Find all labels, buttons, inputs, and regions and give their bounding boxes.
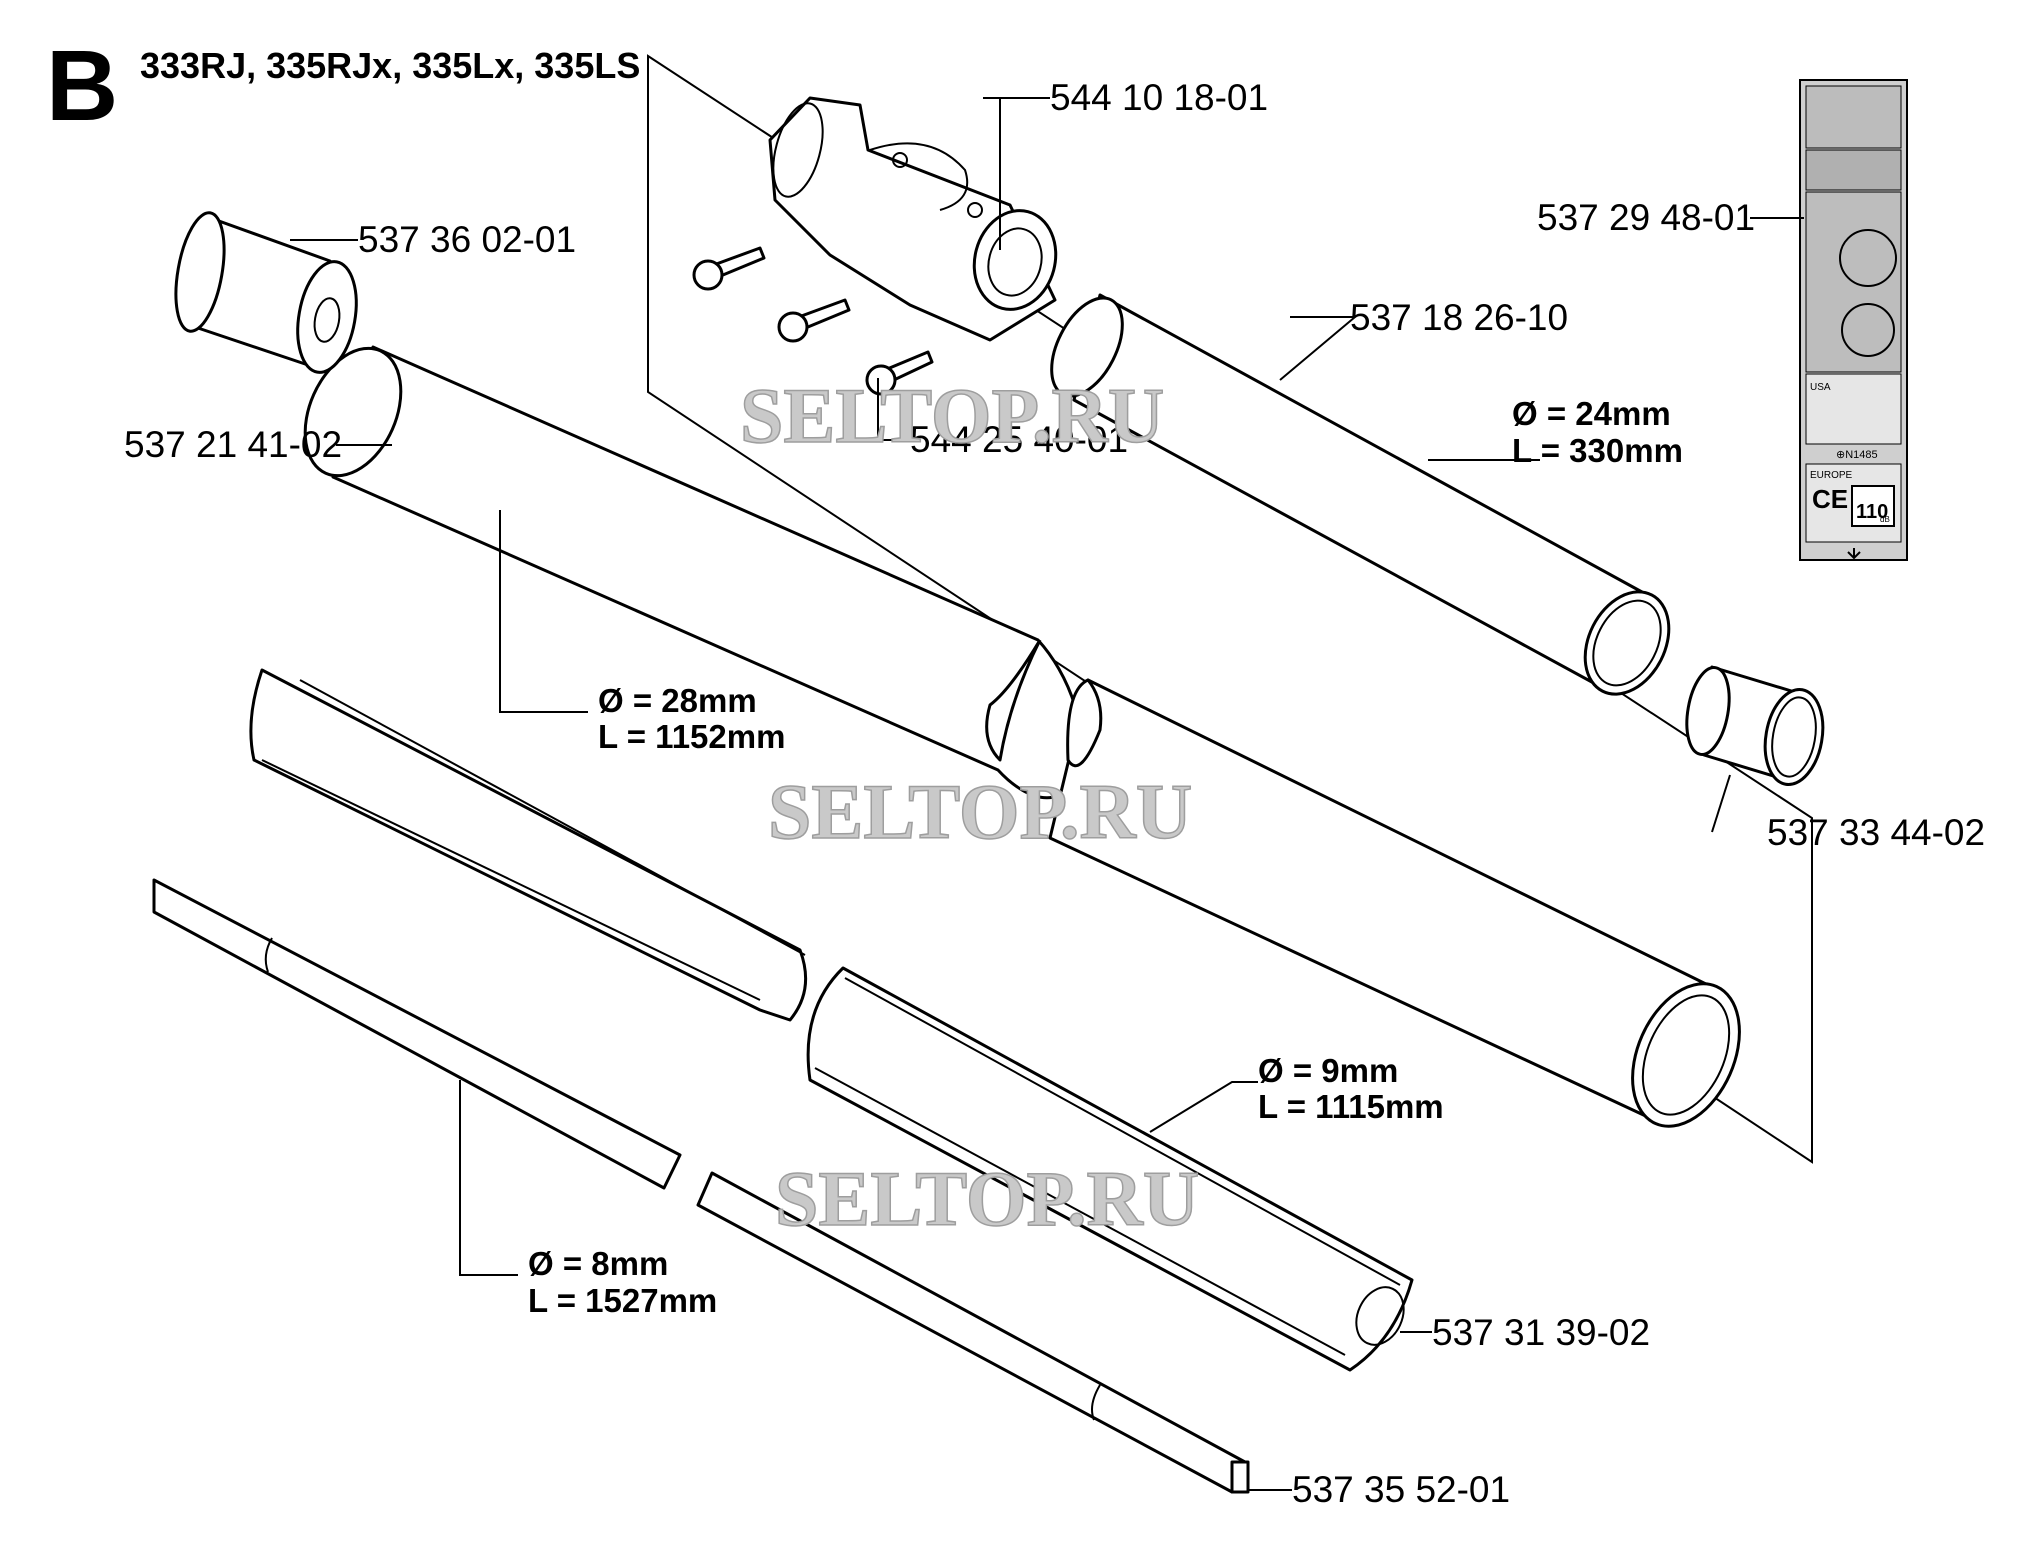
decal-noise-value: 110 bbox=[1856, 501, 1888, 523]
end-cap[interactable] bbox=[168, 209, 364, 377]
label-outer-tube: 537 21 41-02 bbox=[124, 424, 342, 465]
dim-outer-tube-length: L = 1152mm bbox=[598, 718, 785, 755]
decal-ce: CE bbox=[1812, 484, 1848, 514]
drive-shaft[interactable] bbox=[152, 878, 1250, 1494]
label-decal: 537 29 48-01 bbox=[1537, 197, 1755, 238]
label-clamp: 544 10 18-01 bbox=[1050, 77, 1268, 118]
label-decal[interactable]: USA ⊕N1485 EUROPE CE 110 dB bbox=[1799, 79, 1908, 561]
dim-liner-diameter: Ø = 9mm bbox=[1258, 1052, 1398, 1089]
dim-shaft-diameter: Ø = 8mm bbox=[528, 1245, 668, 1282]
models-title: 333RJ, 335RJx, 335Lx, 335LS bbox=[140, 45, 640, 86]
screws[interactable] bbox=[692, 246, 934, 396]
section-letter: B bbox=[46, 30, 118, 142]
label-inner-tube: 537 18 26-10 bbox=[1350, 297, 1568, 338]
label-end-cap: 537 36 02-01 bbox=[358, 219, 576, 260]
outer-tube[interactable] bbox=[286, 333, 1760, 1143]
decal-europe: EUROPE bbox=[1810, 470, 1853, 481]
watermark-2: SELTOP.RU bbox=[768, 768, 1192, 855]
dim-outer-tube-diameter: Ø = 28mm bbox=[598, 682, 757, 719]
watermark-1: SELTOP.RU bbox=[740, 372, 1164, 459]
clamp[interactable] bbox=[764, 96, 1066, 342]
bushing[interactable] bbox=[1681, 664, 1830, 789]
dim-liner-length: L = 1115mm bbox=[1258, 1088, 1444, 1125]
dim-inner-tube-diameter: Ø = 24mm bbox=[1512, 395, 1671, 432]
inner-tube[interactable] bbox=[1037, 287, 1685, 709]
decal-usa: USA bbox=[1810, 382, 1831, 393]
leader-lines bbox=[290, 97, 1804, 1491]
watermark-3: SELTOP.RU bbox=[775, 1155, 1199, 1242]
liner[interactable] bbox=[249, 668, 1414, 1372]
decal-noise-unit: dB bbox=[1880, 515, 1890, 524]
label-screw: 544 25 40-01 bbox=[910, 419, 1128, 460]
dim-inner-tube-length: L = 330mm bbox=[1512, 432, 1683, 469]
label-bushing: 537 33 44-02 bbox=[1767, 812, 1985, 853]
label-liner: 537 31 39-02 bbox=[1432, 1312, 1650, 1353]
label-drive-shaft: 537 35 52-01 bbox=[1292, 1469, 1510, 1510]
decal-code: ⊕N1485 bbox=[1836, 449, 1878, 461]
dim-shaft-length: L = 1527mm bbox=[528, 1282, 717, 1319]
